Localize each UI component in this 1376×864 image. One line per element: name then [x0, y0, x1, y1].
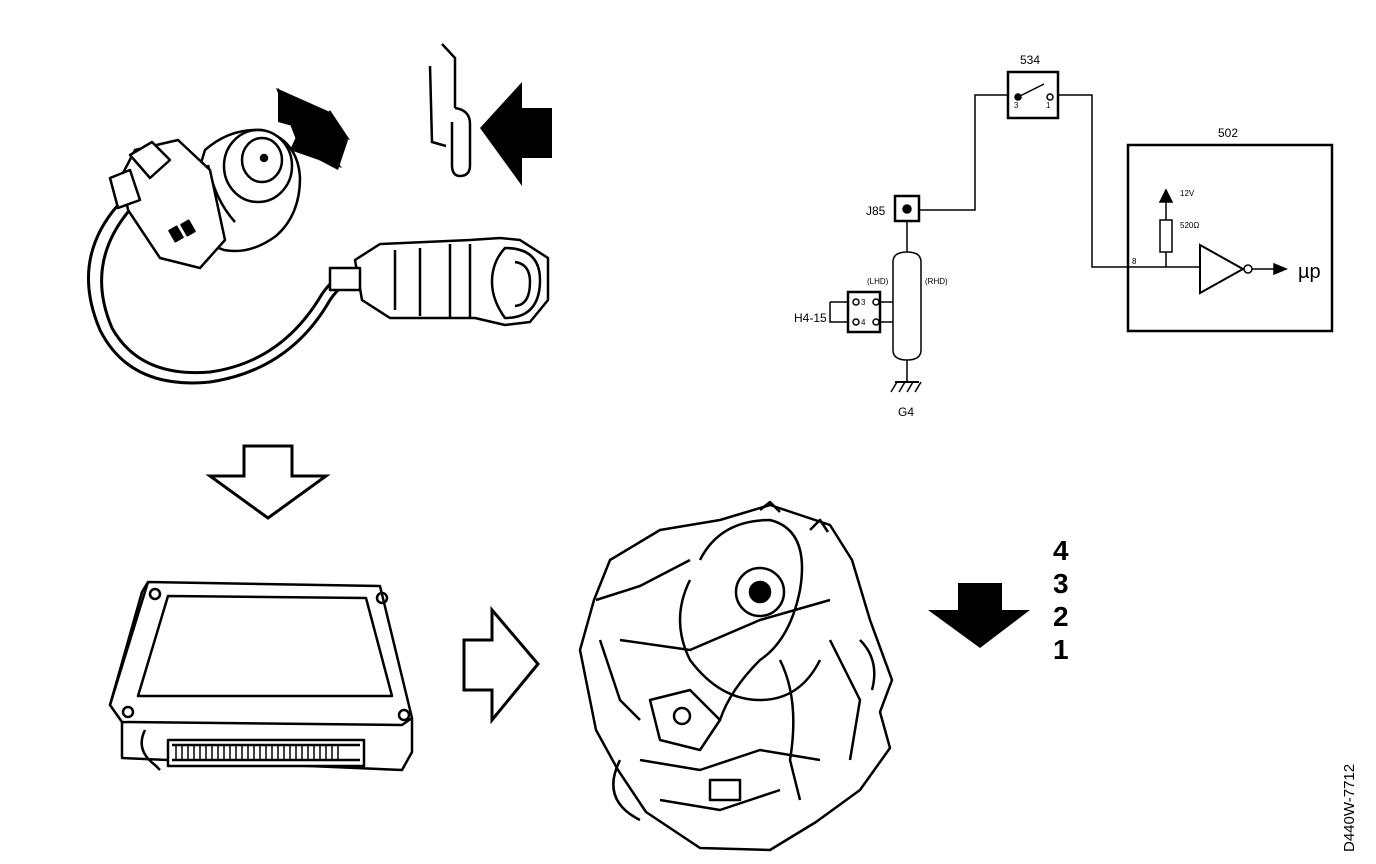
plug-pin-top: 3 — [861, 298, 866, 307]
hollow-down-arrow-icon — [205, 444, 331, 520]
gear-1: 1 — [1053, 634, 1069, 665]
wiring-schematic — [829, 70, 1334, 393]
module-502 — [1126, 143, 1334, 333]
switch-pin-left: 3 — [1014, 101, 1019, 110]
ground-label: G4 — [898, 405, 914, 419]
switch-label: 534 — [1020, 53, 1040, 67]
gear-positions: 4 3 2 1 — [1053, 535, 1069, 665]
schematic-labels: 534 3 1 502 12V 520Ω 8 µp J85 (LHD) (RHD… — [794, 53, 1321, 419]
plug-pin-bottom: 4 — [861, 318, 866, 327]
black-arrow-icon — [276, 88, 350, 170]
connector-label: J85 — [866, 204, 886, 218]
gear-4: 4 — [1053, 535, 1069, 566]
retaining-clip-illustration — [428, 43, 472, 178]
black-arrow-icon — [480, 82, 552, 186]
temperature-sensor-illustration — [87, 128, 550, 385]
control-module-illustration — [108, 580, 414, 772]
plug-h4-15 — [846, 290, 882, 334]
rhd-label: (RHD) — [925, 277, 948, 286]
module-label: 502 — [1218, 126, 1238, 140]
gear-2: 2 — [1053, 601, 1069, 632]
lhd-label: (LHD) — [867, 277, 889, 286]
resistor-label: 520Ω — [1180, 221, 1199, 230]
output-label: µp — [1298, 261, 1321, 283]
module-pin-label: 8 — [1132, 257, 1137, 266]
hollow-right-arrow-icon — [462, 605, 540, 725]
reference-code: D440W-7712 — [1341, 764, 1358, 852]
switch-pin-right: 1 — [1046, 101, 1051, 110]
plug-label: H4-15 — [794, 311, 827, 325]
gear-3: 3 — [1053, 568, 1069, 599]
supply-label: 12V — [1180, 189, 1195, 198]
transmission-illustration — [578, 500, 894, 852]
black-down-arrow-icon — [928, 583, 1030, 648]
